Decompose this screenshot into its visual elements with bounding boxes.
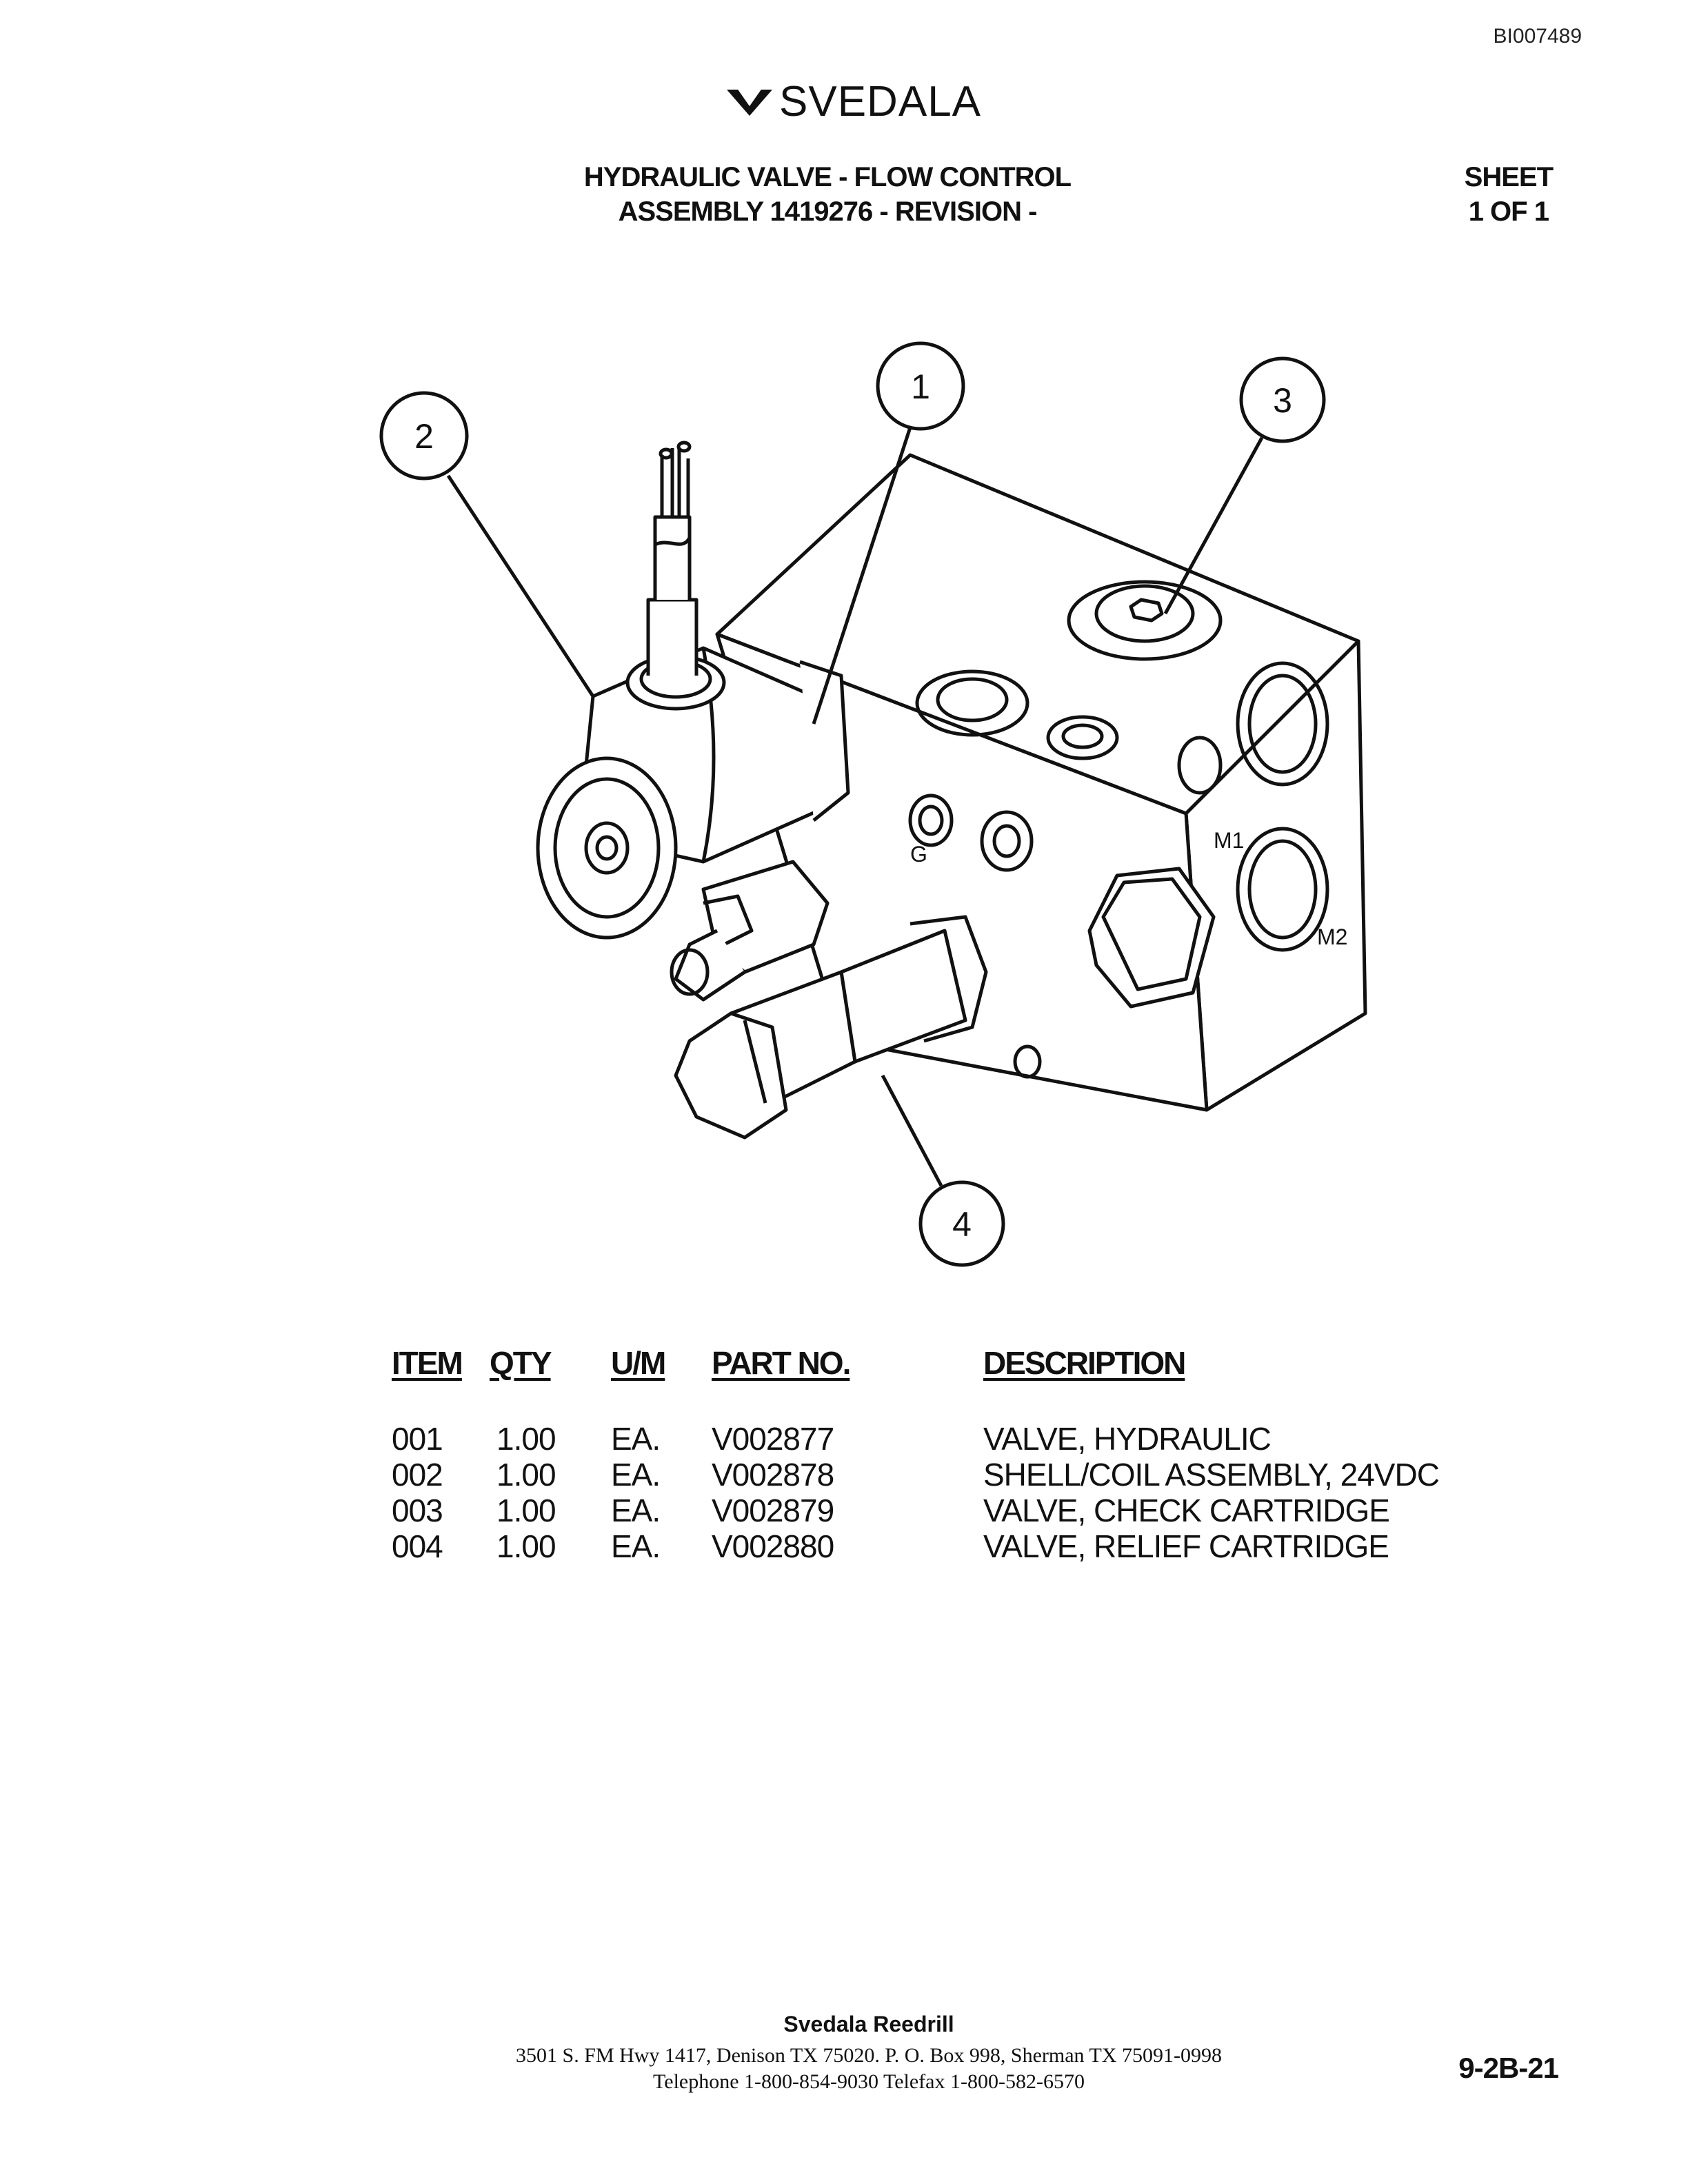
top-plug-small (1046, 715, 1119, 760)
document-id: BI007489 (1493, 25, 1582, 48)
callout-4: 4 (881, 1074, 1005, 1267)
row-part-no: V002880 (712, 1528, 834, 1564)
row-qty: 1.00 (496, 1457, 556, 1493)
header-description: DESCRIPTION (983, 1345, 1186, 1381)
row-um: EA. (611, 1457, 661, 1493)
brand-logo: SVEDALA (725, 77, 981, 126)
top-plug-large (1067, 580, 1223, 661)
row-part-no: V002878 (712, 1457, 834, 1493)
port-g: G (908, 793, 954, 867)
row-um: EA. (611, 1421, 661, 1457)
header-um: U/M (611, 1345, 666, 1381)
port-side-small (980, 810, 1034, 872)
mount-hole (1013, 1044, 1042, 1079)
title-line-1: HYDRAULIC VALVE - FLOW CONTROL (583, 162, 1072, 192)
row-qty: 1.00 (496, 1421, 556, 1457)
port-m1: M1 (1177, 661, 1329, 853)
footer-company: Svedala Reedrill (783, 2012, 954, 2036)
row-item: 001 (392, 1421, 443, 1457)
port-m2-label: M2 (1317, 924, 1347, 949)
solenoid-coil (536, 441, 850, 940)
row-item: 003 (392, 1493, 443, 1528)
port-g-label: G (910, 842, 927, 867)
sheet-value: 1 OF 1 (1468, 196, 1549, 227)
valve-assembly-drawing: G M1 M2 (379, 341, 1367, 1267)
footer-address: 3501 S. FM Hwy 1417, Denison TX 75020. P… (516, 2044, 1222, 2067)
header-qty: QTY (490, 1345, 552, 1381)
row-description: VALVE, CHECK CARTRIDGE (983, 1493, 1390, 1528)
callout-3: 3 (1163, 356, 1326, 615)
sheet-indicator: SHEET 1 OF 1 (1464, 160, 1554, 229)
port-m2: M2 (1236, 827, 1347, 952)
document-title: HYDRAULIC VALVE - FLOW CONTROL ASSEMBLY … (524, 160, 1131, 229)
row-description: VALVE, RELIEF CARTRIDGE (983, 1528, 1389, 1564)
row-item: 004 (392, 1528, 443, 1564)
svedala-chevron-logo-icon (725, 83, 774, 121)
port-m1-label: M1 (1214, 828, 1244, 853)
callout-2: 2 (379, 391, 595, 698)
row-item: 002 (392, 1457, 443, 1493)
callout-2-label: 2 (414, 417, 434, 456)
callout-3-label: 3 (1273, 381, 1292, 420)
title-line-2: ASSEMBLY 1419276 - REVISION - (618, 196, 1038, 227)
hex-plug-front (1087, 867, 1216, 1009)
row-um: EA. (611, 1528, 661, 1564)
row-um: EA. (611, 1493, 661, 1528)
row-part-no: V002879 (712, 1493, 834, 1528)
brand-name: SVEDALA (779, 78, 982, 125)
footer: Svedala Reedrill 3501 S. FM Hwy 1417, De… (386, 2012, 1352, 2095)
callout-1-label: 1 (911, 367, 930, 406)
top-plug-medium (915, 669, 1029, 737)
row-part-no: V002877 (712, 1421, 834, 1457)
callout-4-label: 4 (952, 1205, 972, 1244)
cartridge-stem (670, 860, 830, 1002)
callout-1: 1 (812, 341, 965, 725)
row-qty: 1.00 (496, 1528, 556, 1564)
page-number: 9-2B-21 (1458, 2052, 1559, 2084)
row-qty: 1.00 (496, 1493, 556, 1528)
row-description: SHELL/COIL ASSEMBLY, 24VDC (983, 1457, 1440, 1493)
sheet-label: SHEET (1464, 162, 1554, 192)
row-description: VALVE, HYDRAULIC (983, 1421, 1272, 1457)
header-part-no: PART NO. (712, 1345, 851, 1381)
relief-cartridge (674, 915, 988, 1140)
header-item: ITEM (392, 1345, 463, 1381)
footer-phone: Telephone 1-800-854-9030 Telefax 1-800-5… (653, 2070, 1085, 2093)
